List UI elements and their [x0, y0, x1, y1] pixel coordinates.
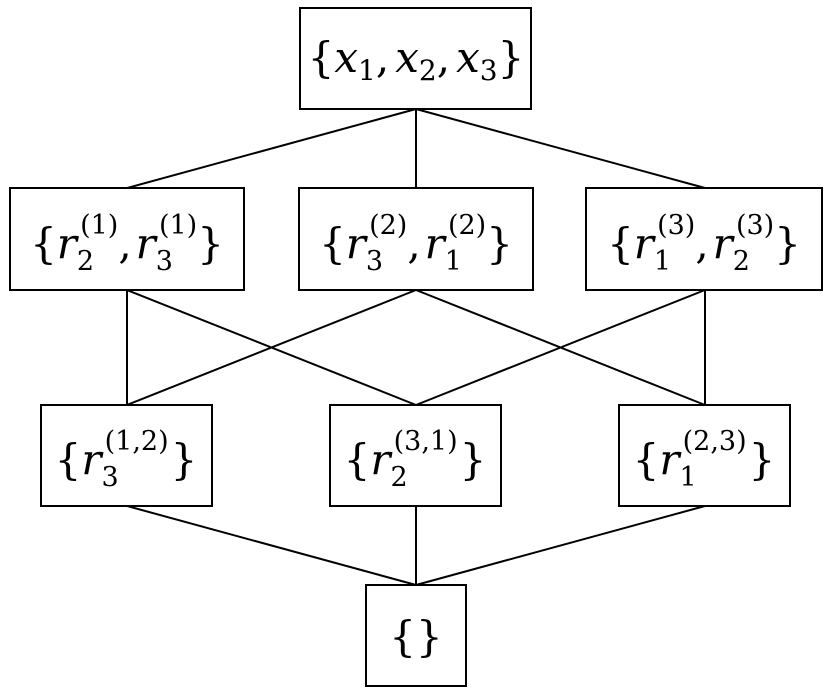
node-low-left-label: {r3(1,2)}	[55, 426, 198, 493]
node-low-right-box	[618, 404, 791, 507]
node-bottom-box	[365, 584, 467, 687]
node-mid-center: {r3(2),r1(2)}	[298, 187, 534, 291]
node-top: {x1,x2,x3}	[299, 7, 532, 110]
edge-mid-center-low-left	[126, 289, 417, 406]
edge-low-right-bottom	[415, 505, 706, 586]
node-mid-left-label: {r2(1),r3(1)}	[30, 210, 224, 277]
node-mid-right-label: {r1(3),r2(3)}	[607, 210, 801, 277]
node-mid-left-box	[9, 187, 245, 291]
node-low-center: {r2(3,1)}	[329, 404, 502, 507]
node-bottom-label: {}	[389, 612, 442, 661]
node-low-left-box	[40, 404, 213, 507]
node-mid-right-box	[585, 187, 823, 291]
edges	[126, 108, 706, 586]
node-mid-center-box	[298, 187, 534, 291]
node-top-box	[299, 7, 532, 110]
node-low-right: {r1(2,3)}	[618, 404, 791, 507]
node-mid-center-label: {r3(2),r1(2)}	[319, 210, 513, 277]
edge-top-mid-left	[126, 108, 417, 189]
node-low-center-box	[329, 404, 502, 507]
node-top-label: {x1,x2,x3}	[308, 33, 525, 87]
node-low-center-label: {r2(3,1)}	[344, 426, 487, 493]
node-low-left: {r3(1,2)}	[40, 404, 213, 507]
node-mid-left: {r2(1),r3(1)}	[9, 187, 245, 291]
edge-low-left-bottom	[126, 505, 417, 586]
node-low-right-label: {r1(2,3)}	[633, 426, 776, 493]
edge-mid-right-low-center	[415, 289, 706, 406]
edge-top-mid-right	[415, 108, 706, 189]
node-bottom: {}	[365, 584, 467, 687]
node-mid-right: {r1(3),r2(3)}	[585, 187, 823, 291]
